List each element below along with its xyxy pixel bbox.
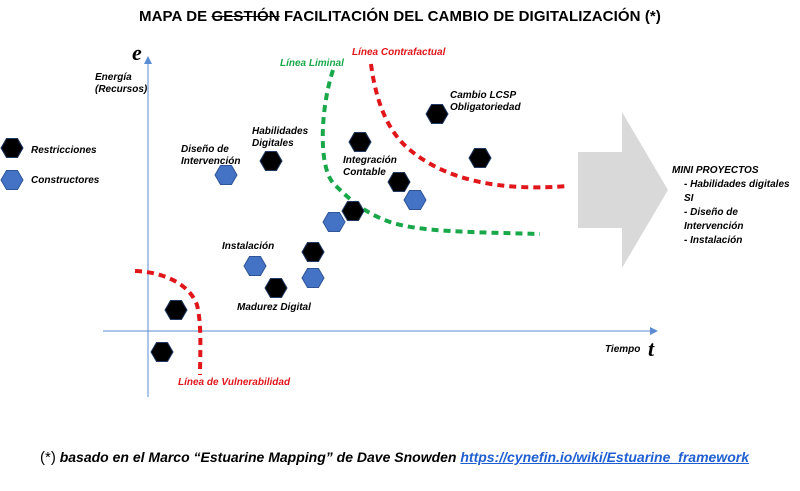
contrafactual-line [369, 63, 569, 190]
legend-constructores: Constructores [31, 175, 100, 186]
title-prefix: MAPA DE [139, 8, 212, 25]
footer-asterisk: (*) [40, 449, 56, 466]
footer-text: basado en el Marco “Estuarine Mapping” d… [55, 449, 461, 465]
big-arrow [578, 112, 668, 268]
legend-restricciones-hex [0, 138, 24, 158]
footer-note: (*) basado en el Marco “Estuarine Mappin… [40, 449, 749, 466]
restriccion-hex [341, 201, 365, 221]
constructor-hex [301, 268, 325, 288]
x-axis-letter: t [648, 336, 655, 361]
label-diseno: Diseño de Intervención [181, 144, 241, 167]
label-habilidades: Habilidades Digitales [252, 126, 309, 149]
y-axis-letter: e [132, 40, 142, 65]
constructor-hex [403, 190, 427, 210]
constructor-hex [214, 165, 238, 185]
restriccion-hex [301, 242, 325, 262]
label-cambio-lcsp: Cambio LCSP Obligatoriedad [450, 90, 521, 113]
restriccion-hex [264, 278, 288, 298]
title-struck-word: GESTIÓN [211, 8, 280, 25]
liminal-label: Línea Liminal [280, 58, 344, 69]
vulnerabilidad-line [134, 269, 203, 376]
y-axis-arrow [144, 56, 152, 64]
mini-proyecto-item: Diseño de Intervención [684, 206, 800, 234]
label-madurez: Madurez Digital [237, 302, 311, 313]
y-axis-label: Energía (Recursos) [95, 72, 148, 95]
liminal-line [320, 69, 541, 236]
legend-restricciones: Restricciones [31, 145, 97, 156]
restriccion-hex [259, 151, 283, 171]
diagram-title: MAPA DE GESTIÓN FACILITACIÓN DEL CAMBIO … [0, 8, 800, 25]
label-instalacion: Instalación [222, 241, 275, 252]
x-axis-arrow [650, 327, 658, 335]
constructor-hex [322, 212, 346, 232]
restriccion-hex [348, 132, 372, 152]
title-rest: FACILITACIÓN DEL CAMBIO DE DIGITALIZACIÓ… [279, 8, 661, 25]
footer-link[interactable]: https://cynefin.io/wiki/Estuarine_framew… [460, 449, 749, 465]
contrafactual-label: Línea Contrafactual [352, 47, 446, 58]
x-axis-label: Tiempo [605, 344, 641, 355]
restriccion-hex [468, 148, 492, 168]
mini-proyectos: MINI PROYECTOS Habilidades digitales SI … [672, 164, 800, 248]
mini-proyectos-title: MINI PROYECTOS [672, 165, 759, 176]
restriccion-hex [164, 300, 188, 320]
restriccion-hex [387, 172, 411, 192]
mini-proyecto-item: Instalación [684, 234, 800, 248]
vulnerabilidad-label: Línea de Vulnerabilidad [178, 377, 291, 388]
mini-proyecto-item: Habilidades digitales SI [684, 178, 800, 206]
restriccion-hex [425, 104, 449, 124]
label-integracion: Integración Contable [343, 155, 397, 178]
restriccion-hex [150, 342, 174, 362]
legend-constructores-hex [0, 170, 24, 190]
constructor-hex [243, 256, 267, 276]
